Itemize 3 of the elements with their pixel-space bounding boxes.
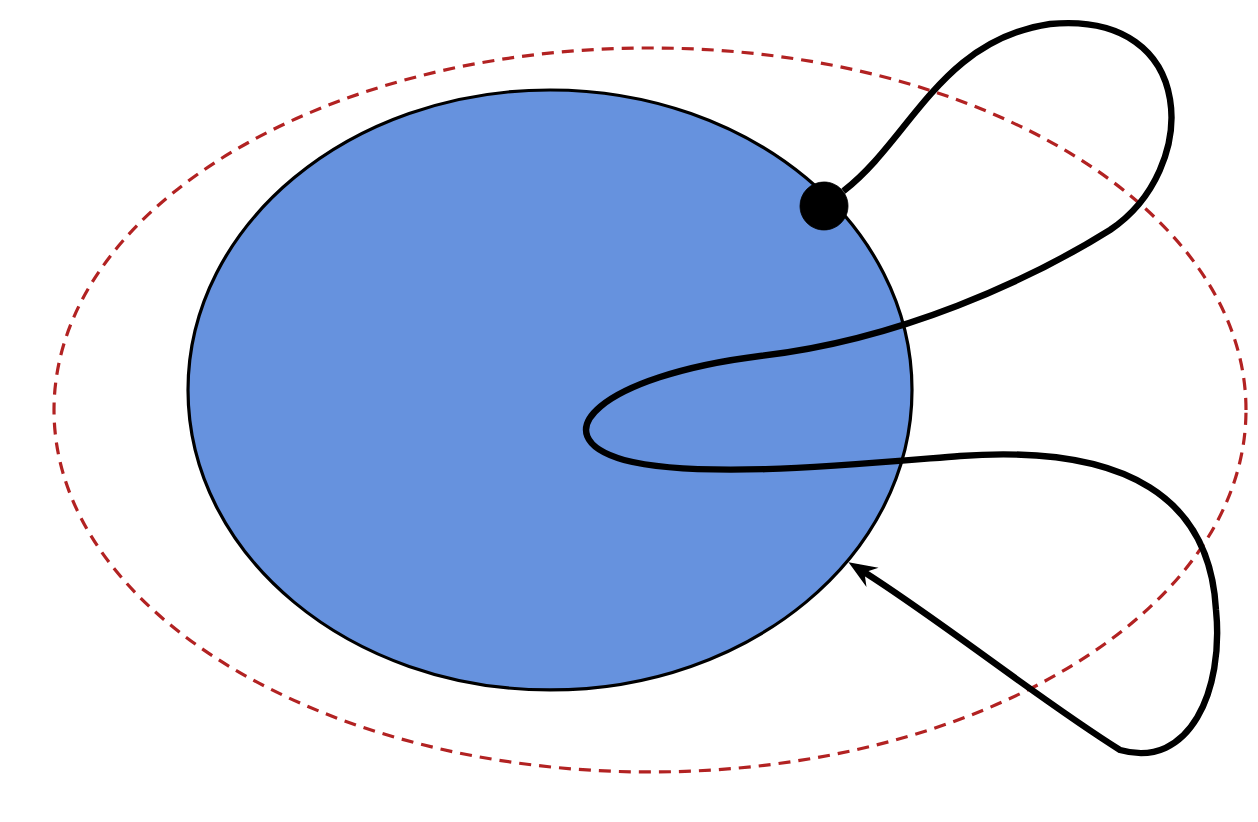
curved-arrow <box>584 20 1220 756</box>
dashed-boundary <box>52 46 1248 774</box>
ellipse <box>186 88 914 692</box>
